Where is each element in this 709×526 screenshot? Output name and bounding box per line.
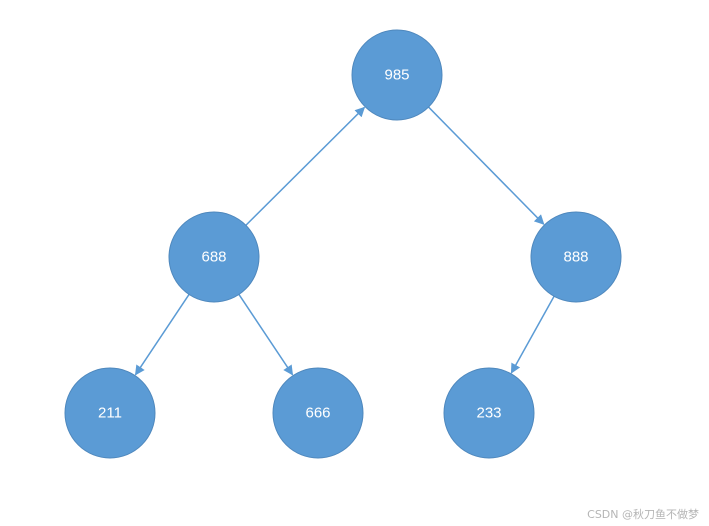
node-label: 666	[305, 405, 330, 422]
node-label: 985	[384, 67, 409, 84]
edges-layer	[134, 106, 555, 376]
edge-688-to-211	[134, 294, 190, 376]
tree-node-666: 666	[272, 367, 364, 459]
node-circle	[64, 367, 156, 459]
tree-node-688: 688	[168, 211, 260, 303]
tree-node-985: 985	[351, 29, 443, 121]
node-circle	[351, 29, 443, 121]
watermark: CSDN @秋刀鱼不做梦	[587, 508, 699, 521]
node-circle	[443, 367, 535, 459]
edge-688-to-666	[238, 294, 294, 376]
node-label: 888	[563, 249, 588, 266]
nodes-layer: 985 688 888 211 666 233	[64, 29, 622, 459]
node-label: 211	[98, 405, 122, 422]
tree-node-888: 888	[530, 211, 622, 303]
edge-688-to-985	[245, 106, 366, 226]
tree-node-211: 211	[64, 367, 156, 459]
node-circle	[530, 211, 622, 303]
node-label: 233	[476, 405, 501, 422]
node-circle	[272, 367, 364, 459]
edge-985-to-888	[428, 106, 545, 225]
edge-888-to-233	[510, 295, 555, 374]
tree-node-233: 233	[443, 367, 535, 459]
node-circle	[168, 211, 260, 303]
node-label: 688	[201, 249, 226, 266]
